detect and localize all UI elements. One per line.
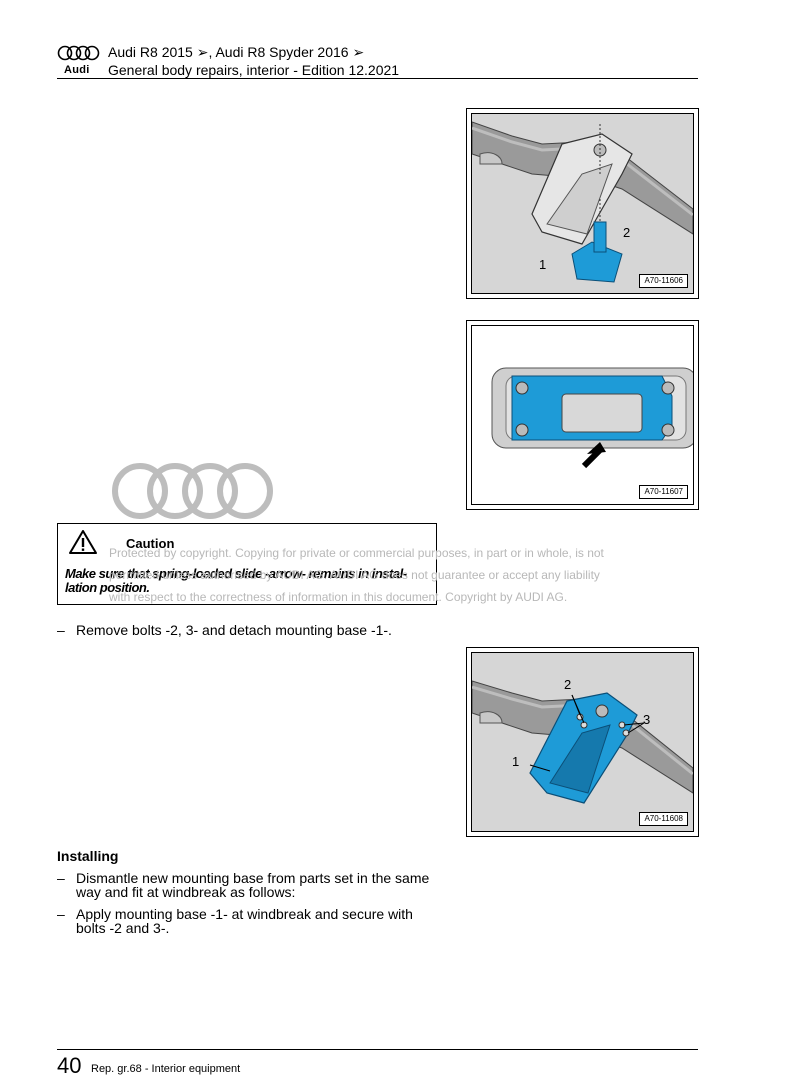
copyright-watermark-line-3: with respect to the correctness of infor… xyxy=(109,590,568,604)
audi-rings-watermark xyxy=(112,463,273,519)
header-title: Audi R8 2015 ➢, Audi R8 Spyder 2016 ➢ xyxy=(108,44,365,60)
step-text: Apply mounting base -1- at windbreak and… xyxy=(76,906,413,936)
copyright-watermark-line-1: Protected by copyright. Copying for priv… xyxy=(109,546,604,560)
caution-title: Caution xyxy=(126,536,175,551)
figure-3: 2 3 1 A70-11608 xyxy=(466,647,699,837)
figure-code: A70-11606 xyxy=(639,274,688,288)
copyright-watermark-line-2: permitted unless authorised by AUDI AG. … xyxy=(109,568,600,582)
step-dismantle-new-base: – Dismantle new mounting base from parts… xyxy=(57,871,457,901)
list-dash: – xyxy=(57,870,65,886)
list-dash: – xyxy=(57,622,65,638)
figure-code: A70-11608 xyxy=(639,812,688,826)
audi-brand-text: Audi xyxy=(64,64,90,76)
callout-2: 2 xyxy=(623,225,631,240)
footer-rule xyxy=(57,1049,698,1050)
warning-triangle-icon xyxy=(69,530,97,554)
figure-2: A70-11607 xyxy=(466,320,699,510)
header-rule xyxy=(57,78,698,79)
page-number: 40 xyxy=(57,1053,82,1078)
step-text: Remove bolts -2, 3- and detach mounting … xyxy=(76,622,392,638)
audi-rings-logo xyxy=(57,45,100,61)
figure-2-illustration xyxy=(471,325,694,505)
callout-3: 3 xyxy=(643,712,651,727)
callout-2: 2 xyxy=(564,677,572,692)
list-dash: – xyxy=(57,906,65,922)
caution-text: Make sure that spring-loaded slide -arro… xyxy=(65,566,407,595)
callout-1: 1 xyxy=(512,754,520,769)
figure-code: A70-11607 xyxy=(639,485,688,499)
caution-box: Caution Make sure that spring-loaded sli… xyxy=(57,523,437,605)
step-text: Dismantle new mounting base from parts s… xyxy=(76,870,430,900)
figure-1: 1 2 A70-11606 xyxy=(466,108,699,299)
footer-text: Rep. gr.68 - Interior equipment xyxy=(91,1063,241,1075)
figure-3-illustration xyxy=(471,652,694,832)
step-remove-bolts: – Remove bolts -2, 3- and detach mountin… xyxy=(57,623,457,639)
callout-1: 1 xyxy=(539,257,547,272)
figure-1-illustration xyxy=(471,113,694,294)
header-subtitle: General body repairs, interior - Edition… xyxy=(108,62,400,78)
installing-heading: Installing xyxy=(57,848,119,864)
step-apply-mounting-base: – Apply mounting base -1- at windbreak a… xyxy=(57,907,457,937)
